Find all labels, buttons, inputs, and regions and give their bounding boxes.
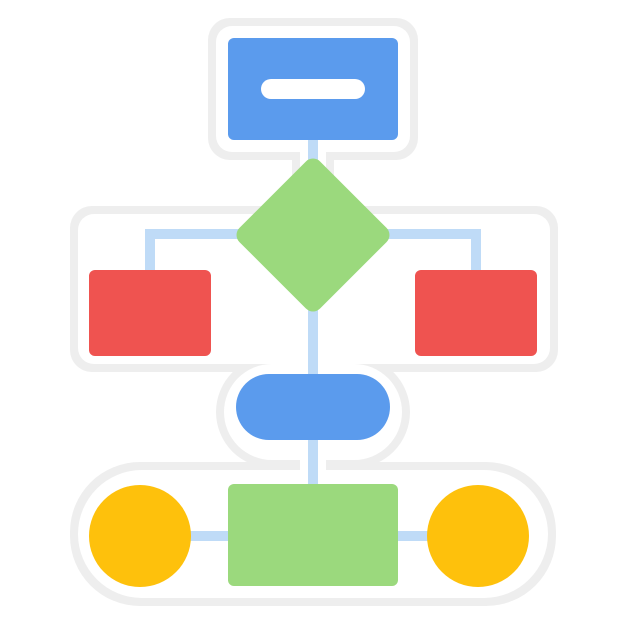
process-pill: [236, 374, 390, 440]
left-process-box: [89, 270, 211, 356]
decision-diamond: [236, 158, 390, 312]
right-process-box: [415, 270, 537, 356]
right-circle: [427, 485, 529, 587]
start-bar: [261, 79, 365, 99]
end-box: [228, 484, 398, 586]
left-circle: [89, 485, 191, 587]
